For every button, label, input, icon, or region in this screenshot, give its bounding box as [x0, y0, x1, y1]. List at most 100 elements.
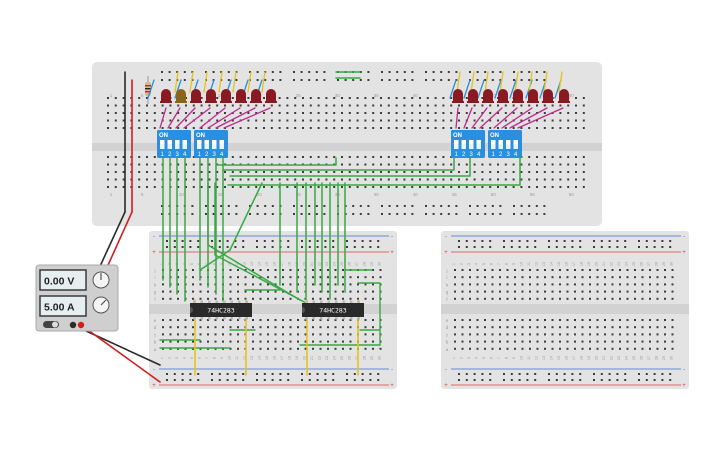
- hole[interactable]: [481, 186, 484, 188]
- hole[interactable]: [536, 347, 539, 350]
- hole[interactable]: [161, 213, 163, 215]
- hole[interactable]: [349, 340, 352, 343]
- hole[interactable]: [114, 178, 117, 181]
- hole[interactable]: [114, 127, 117, 129]
- hole[interactable]: [323, 79, 326, 81]
- hole[interactable]: [489, 240, 492, 242]
- hole[interactable]: [528, 119, 531, 122]
- hole[interactable]: [259, 347, 262, 350]
- led-lead[interactable]: [203, 71, 208, 93]
- hole[interactable]: [510, 240, 513, 242]
- hole[interactable]: [327, 340, 329, 343]
- hole[interactable]: [255, 156, 258, 158]
- hole[interactable]: [574, 319, 576, 321]
- hole[interactable]: [342, 319, 344, 321]
- led-resistor[interactable]: [471, 107, 488, 129]
- hole[interactable]: [465, 104, 468, 107]
- hole[interactable]: [287, 246, 290, 248]
- hole[interactable]: [567, 171, 570, 173]
- hole[interactable]: [231, 171, 234, 173]
- hole[interactable]: [432, 79, 435, 81]
- hole[interactable]: [450, 127, 453, 129]
- hole[interactable]: [395, 97, 398, 99]
- hole[interactable]: [520, 119, 523, 122]
- hole[interactable]: [671, 276, 674, 279]
- hole[interactable]: [649, 326, 651, 329]
- hole[interactable]: [551, 290, 554, 293]
- hole[interactable]: [239, 156, 242, 158]
- hole[interactable]: [192, 297, 194, 300]
- hole[interactable]: [411, 127, 414, 129]
- hole[interactable]: [274, 269, 277, 271]
- hole[interactable]: [317, 104, 320, 107]
- hole[interactable]: [356, 112, 359, 114]
- hole[interactable]: [278, 97, 281, 99]
- hole[interactable]: [146, 156, 148, 158]
- dip-toggle[interactable]: [491, 140, 496, 149]
- hole[interactable]: [504, 186, 507, 188]
- hole[interactable]: [458, 163, 460, 166]
- hole[interactable]: [426, 127, 429, 129]
- hole[interactable]: [465, 171, 468, 173]
- hole[interactable]: [581, 319, 584, 321]
- hole[interactable]: [582, 178, 585, 181]
- hole[interactable]: [346, 373, 348, 375]
- led-resistor[interactable]: [509, 107, 548, 129]
- hole[interactable]: [582, 156, 585, 158]
- hole[interactable]: [357, 283, 359, 286]
- hole[interactable]: [559, 283, 561, 286]
- hole[interactable]: [481, 119, 484, 122]
- hole[interactable]: [297, 290, 299, 293]
- hole[interactable]: [626, 340, 629, 343]
- hole[interactable]: [450, 119, 453, 122]
- hole[interactable]: [239, 178, 242, 181]
- hole[interactable]: [252, 269, 254, 271]
- hole[interactable]: [259, 283, 262, 286]
- hole[interactable]: [491, 347, 494, 350]
- hole[interactable]: [325, 119, 328, 122]
- hole[interactable]: [214, 340, 217, 343]
- hole[interactable]: [278, 127, 281, 129]
- hole[interactable]: [166, 246, 168, 248]
- hole[interactable]: [309, 186, 312, 188]
- hole[interactable]: [341, 112, 343, 114]
- hole[interactable]: [536, 171, 538, 173]
- hole[interactable]: [543, 156, 546, 158]
- hole[interactable]: [153, 127, 156, 129]
- hole[interactable]: [567, 119, 570, 122]
- hole[interactable]: [669, 373, 672, 375]
- hole[interactable]: [342, 269, 344, 271]
- hole[interactable]: [380, 119, 382, 122]
- hole[interactable]: [526, 373, 529, 375]
- hole[interactable]: [608, 373, 611, 375]
- hole[interactable]: [226, 373, 229, 375]
- hole[interactable]: [626, 283, 629, 286]
- hole[interactable]: [278, 112, 281, 114]
- hole[interactable]: [153, 163, 156, 166]
- hole[interactable]: [138, 104, 141, 107]
- hole[interactable]: [301, 379, 303, 381]
- hole[interactable]: [301, 373, 303, 375]
- hole[interactable]: [114, 163, 117, 166]
- data-wire[interactable]: [214, 182, 311, 306]
- hole[interactable]: [181, 373, 184, 375]
- hole[interactable]: [162, 290, 164, 293]
- hole[interactable]: [267, 283, 269, 286]
- hole[interactable]: [559, 340, 561, 343]
- hole[interactable]: [270, 119, 273, 122]
- hole[interactable]: [222, 340, 224, 343]
- hole[interactable]: [153, 156, 156, 158]
- hole[interactable]: [476, 71, 479, 73]
- hole[interactable]: [491, 276, 494, 279]
- hole[interactable]: [289, 347, 292, 350]
- hole[interactable]: [214, 319, 217, 321]
- hole[interactable]: [442, 156, 445, 158]
- hole[interactable]: [267, 297, 269, 300]
- hole[interactable]: [454, 319, 456, 321]
- hole[interactable]: [316, 373, 319, 375]
- hole[interactable]: [551, 297, 554, 300]
- hole[interactable]: [316, 246, 319, 248]
- hole[interactable]: [237, 326, 239, 329]
- hole[interactable]: [499, 297, 501, 300]
- hole[interactable]: [229, 340, 232, 343]
